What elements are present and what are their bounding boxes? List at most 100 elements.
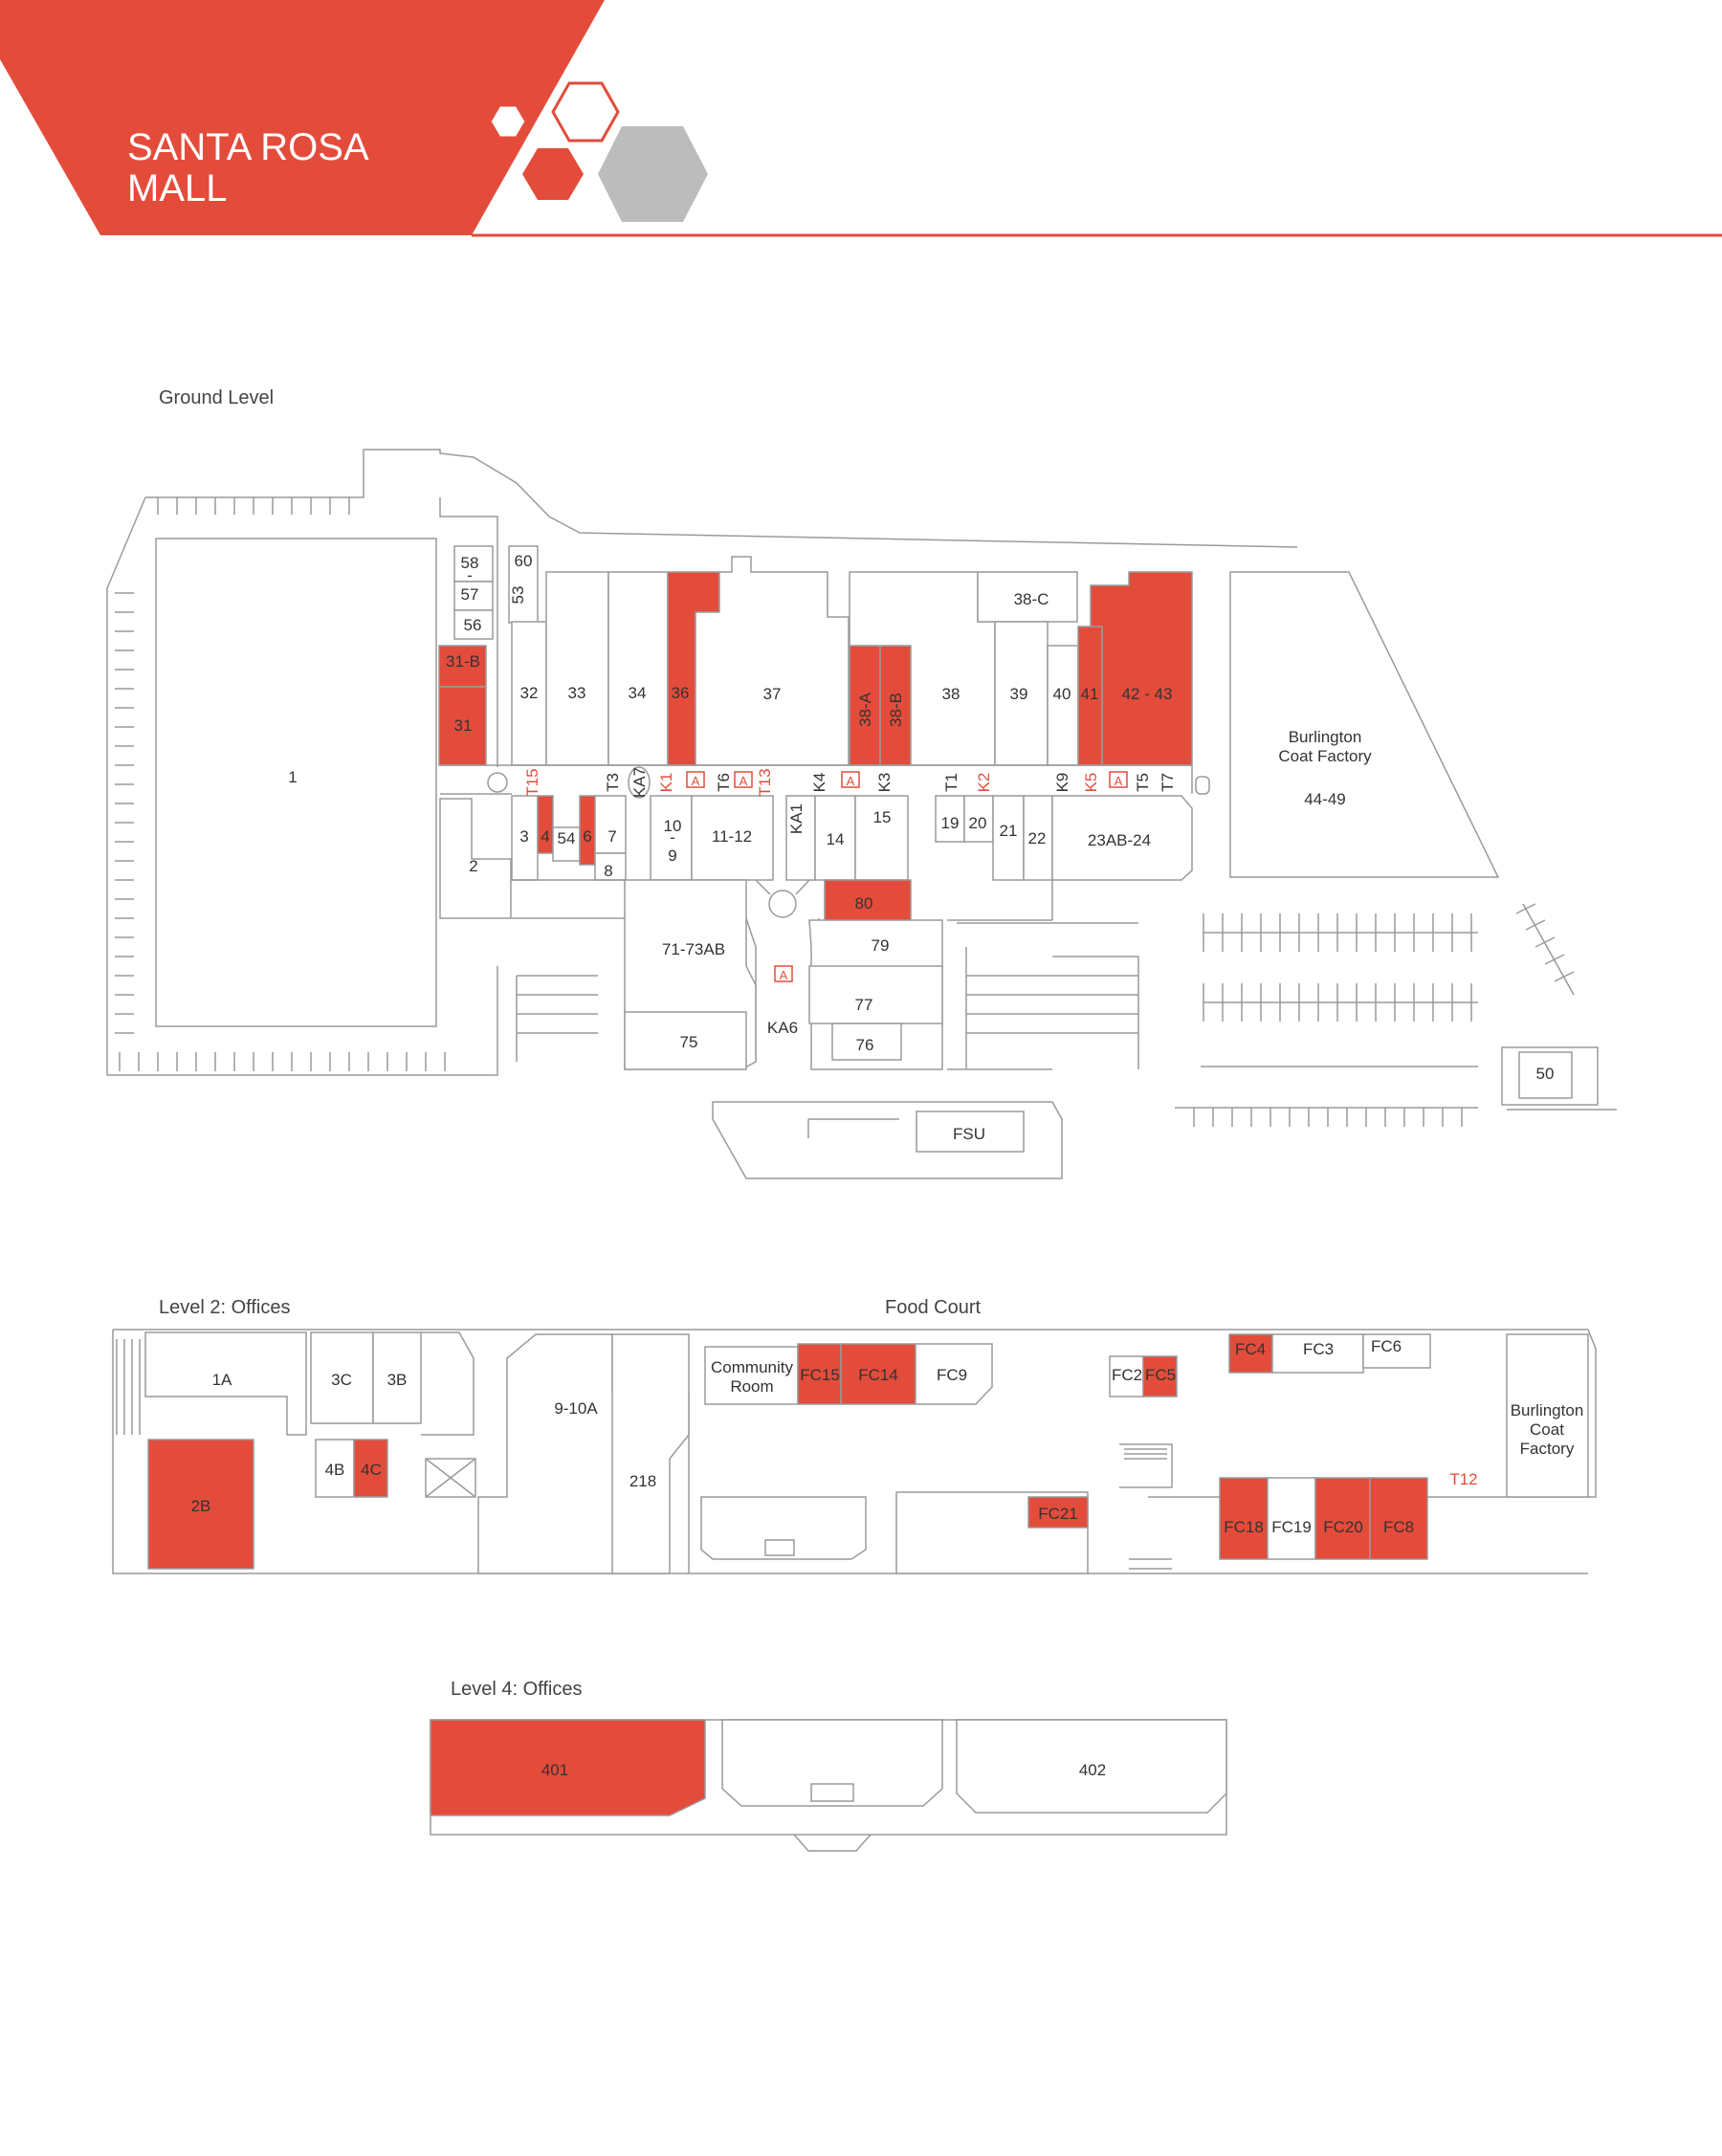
hexagon-decoration-outline (551, 81, 620, 143)
label-unit-54: 54 (558, 829, 576, 847)
level2-heading: Level 2: Offices (159, 1297, 290, 1318)
label-unit-32: 32 (520, 684, 539, 702)
label-unit-31: 31 (454, 716, 473, 735)
unit-fc8 (1369, 1477, 1428, 1560)
label-unit-2b: 2B (191, 1497, 211, 1515)
label-unit-42-43: 42 - 43 (1122, 685, 1173, 703)
unit-fsu (916, 1111, 1025, 1153)
label-unit-44-49: 44-49 (1304, 790, 1345, 808)
center-court-feature (768, 890, 797, 918)
parking-stripes-west (115, 592, 134, 1034)
label-fc5: FC5 (1145, 1366, 1176, 1384)
label-unit-20: 20 (969, 814, 987, 832)
kiosk-k5: K5 (1082, 773, 1100, 793)
label-room: Room (730, 1377, 773, 1396)
kiosk-k1: K1 (657, 773, 675, 793)
unit-76 (831, 1023, 902, 1061)
level2-plan (112, 1329, 1597, 1574)
label-unit-80: 80 (855, 894, 873, 913)
unit-7 (594, 795, 627, 854)
unit-22 (1023, 795, 1053, 881)
mall-title-line-1: SANTA ROSA (127, 126, 369, 168)
parking-row-east-3 (1175, 1107, 1478, 1127)
unit-1a (144, 1331, 307, 1436)
level2-stair-core (421, 1331, 475, 1436)
unit-80 (824, 879, 912, 921)
title-banner-shape (0, 0, 605, 235)
parking-stripes-north (157, 497, 350, 515)
level4-plan (430, 1719, 1227, 1852)
label-unit-23ab-24: 23AB-24 (1088, 831, 1151, 849)
label-unit-38-a: 38-A (856, 692, 874, 727)
unit-4c (353, 1439, 388, 1498)
label-unit-34: 34 (629, 684, 647, 702)
parking-stripes-south (119, 1052, 446, 1071)
hexagon-decoration-grey (598, 126, 708, 222)
label-fc15: FC15 (800, 1366, 840, 1384)
label-unit-76: 76 (856, 1036, 874, 1054)
unit-2 (439, 798, 512, 919)
label-unit-40: 40 (1053, 685, 1071, 703)
unit-31 (438, 686, 487, 766)
unit-58-57-lower (453, 581, 494, 611)
parking-row-east-4 (1201, 1066, 1617, 1111)
label-unit-fsu: FSU (953, 1125, 985, 1143)
label-fc20: FC20 (1323, 1518, 1363, 1536)
svg-text:A: A (847, 774, 855, 788)
unit-39 (994, 621, 1049, 766)
kiosk-t15: T15 (523, 768, 541, 796)
label-unit-56: 56 (464, 616, 482, 634)
kiosk-ka1: KA1 (787, 803, 806, 834)
kiosk-t3: T3 (604, 773, 622, 792)
label-unit-10-9-dash: - (670, 828, 675, 847)
hexagon-decoration-red (522, 148, 584, 200)
kiosk-t1: T1 (942, 773, 960, 792)
label-unit-37: 37 (763, 685, 782, 703)
label-unit-58-57-dash: - (467, 566, 473, 584)
label-burlington-line-1: Burlington (1289, 728, 1362, 746)
corridor-planter-west (487, 772, 508, 793)
unit-11-12 (691, 795, 774, 881)
label-unit-15: 15 (873, 808, 892, 826)
kiosk-t13: T13 (756, 768, 774, 796)
label-burlington-l2-2: Coat (1530, 1420, 1564, 1439)
kiosk-t7: T7 (1159, 773, 1177, 792)
mall-title-line-2: MALL (127, 167, 228, 209)
unit-3b (372, 1331, 422, 1424)
unit-fc5 (1142, 1355, 1178, 1397)
unit-fc2 (1109, 1355, 1144, 1397)
label-fc18: FC18 (1224, 1518, 1264, 1536)
kiosk-ka7-shape (628, 766, 651, 799)
unit-fc9 (915, 1343, 993, 1405)
label-unit-71-73ab: 71-73AB (662, 940, 725, 958)
corridor-planter-east (1195, 776, 1210, 795)
atm-box-2: A (734, 771, 753, 788)
label-unit-ka6: KA6 (767, 1019, 798, 1037)
label-burlington-l2-1: Burlington (1511, 1401, 1584, 1419)
kiosk-t5: T5 (1134, 773, 1152, 792)
svg-text:A: A (692, 774, 700, 788)
label-unit-3c: 3C (331, 1371, 352, 1389)
label-unit-11-12: 11-12 (712, 827, 752, 846)
unit-19 (935, 795, 965, 843)
label-fc8: FC8 (1383, 1518, 1414, 1536)
unit-34 (607, 571, 669, 766)
label-unit-33: 33 (568, 684, 586, 702)
label-unit-6: 6 (583, 827, 591, 846)
unit-2b (147, 1439, 254, 1570)
label-unit-19: 19 (941, 814, 960, 832)
service-corridors (512, 879, 1139, 1070)
unit-fc19 (1267, 1477, 1316, 1560)
label-fc6: FC6 (1371, 1337, 1402, 1355)
food-court-heading: Food Court (885, 1297, 981, 1318)
label-unit-9-10a: 9-10A (554, 1399, 598, 1418)
svg-text:A: A (1115, 774, 1123, 788)
unit-60-53 (508, 545, 539, 624)
parking-row-east-1 (1203, 913, 1478, 952)
label-unit-402: 402 (1079, 1761, 1106, 1779)
unit-38-b (879, 645, 912, 766)
label-unit-50: 50 (1536, 1065, 1555, 1083)
label-t12: T12 (1449, 1470, 1477, 1488)
unit-burlington-44-49 (1229, 571, 1500, 878)
